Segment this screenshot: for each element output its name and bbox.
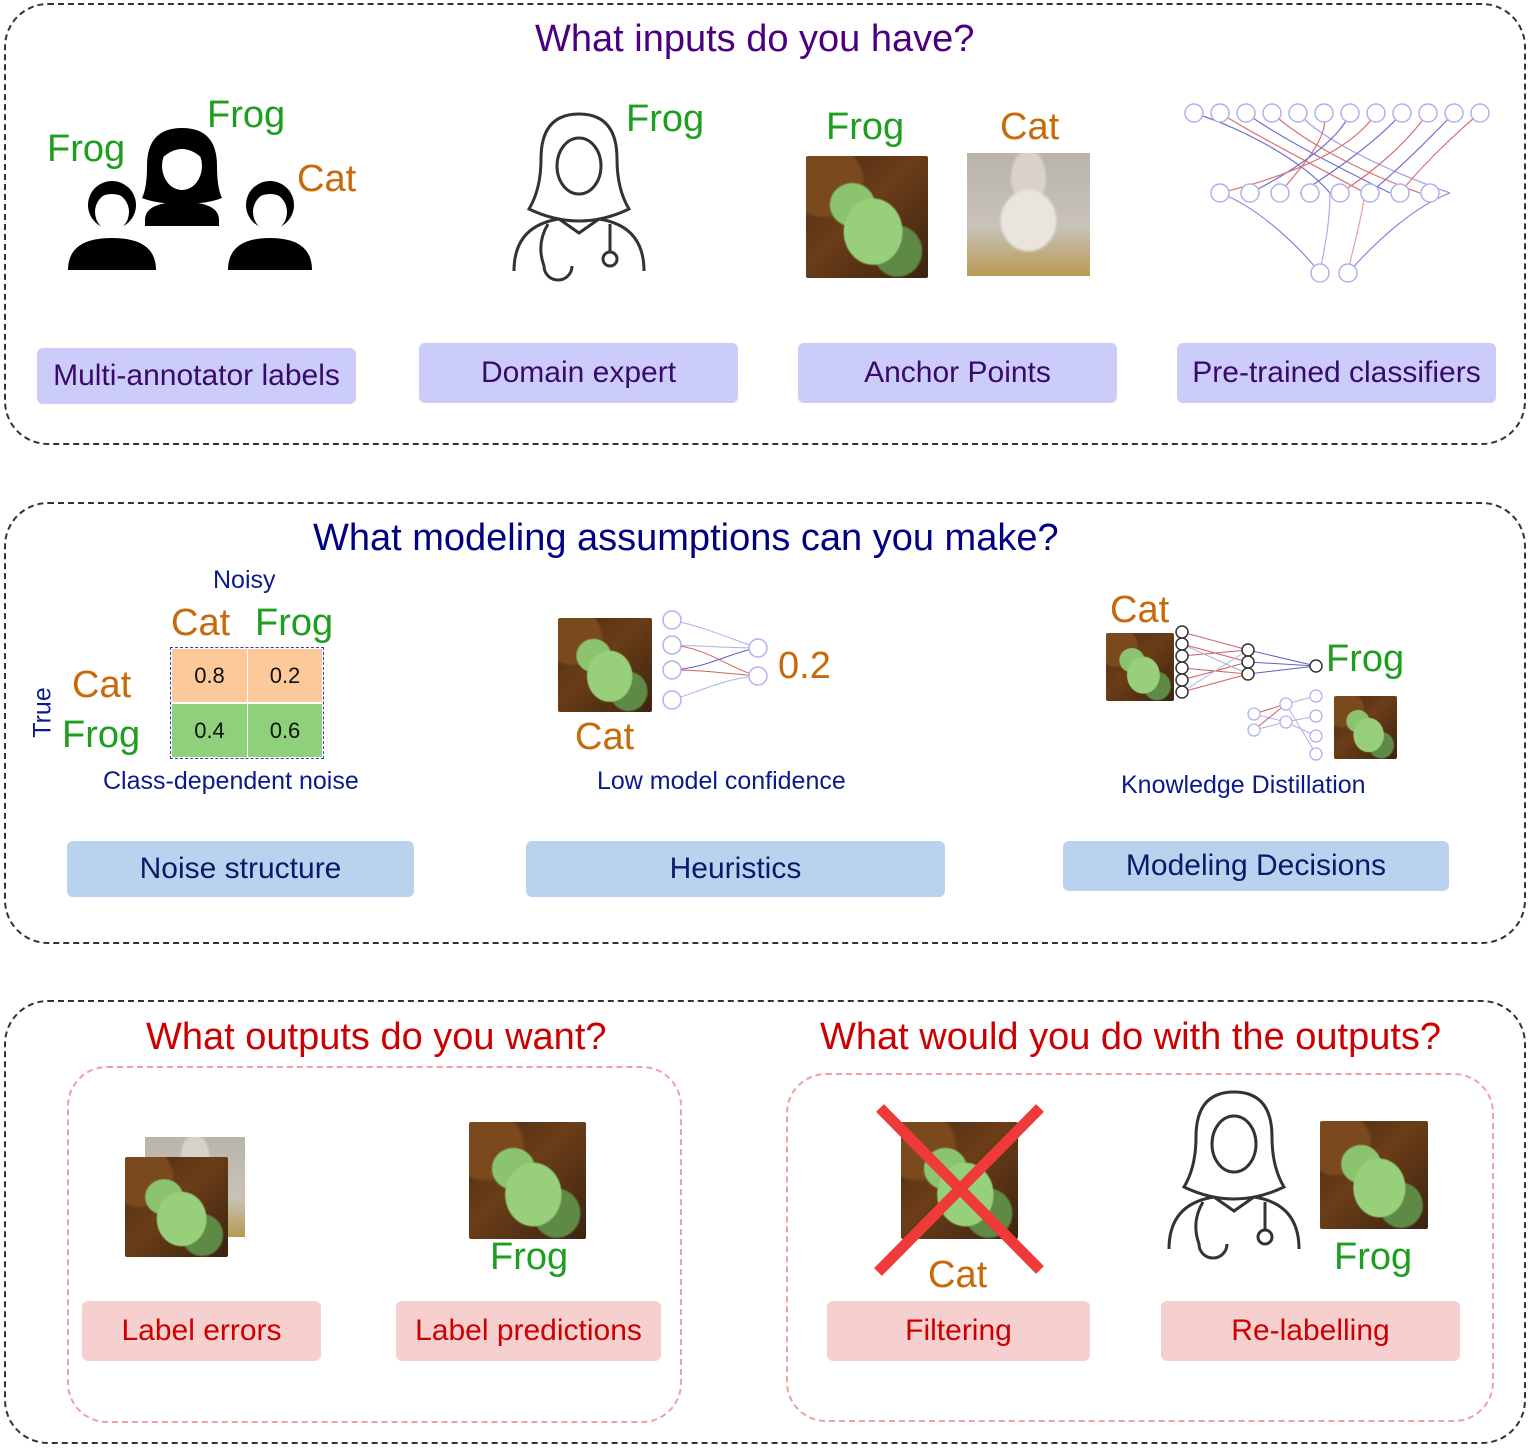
student-network-icon — [1247, 689, 1323, 761]
anchor-label-frog: Frog — [826, 106, 905, 148]
pill-label-predictions: Label predictions — [396, 1301, 661, 1361]
distillation-label-cat: Cat — [1110, 589, 1170, 631]
outputs-panel — [4, 1000, 1526, 1444]
pill-filtering: Filtering — [827, 1301, 1090, 1361]
pill-multi-annotator-labels: Multi-annotator labels — [37, 348, 356, 404]
distillation-output-image — [1334, 696, 1397, 759]
distillation-network-icon — [1175, 625, 1323, 699]
prediction-label-frog: Frog — [490, 1236, 569, 1278]
noise-matrix — [170, 647, 324, 759]
pill-label-errors: Label errors — [82, 1301, 321, 1361]
small-network-icon — [662, 610, 768, 710]
pill-domain-expert: Domain expert — [419, 343, 738, 403]
matrix-col-frog: Frog — [255, 602, 334, 644]
pill-modeling-decisions: Modeling Decisions — [1063, 841, 1449, 891]
heuristic-label-cat: Cat — [575, 716, 635, 758]
matrix-cell-0-1: 0.2 — [248, 649, 322, 702]
inputs-title: What inputs do you have? — [535, 18, 975, 60]
neural-network-icon — [1184, 103, 1490, 283]
annotator-label-frog-left: Frog — [47, 128, 126, 170]
matrix-true-label: True — [28, 687, 57, 738]
matrix-cell-1-1: 0.6 — [248, 704, 322, 757]
annotator-label-frog-top: Frog — [207, 94, 286, 136]
heuristic-caption: Low model confidence — [597, 767, 846, 795]
prediction-image — [469, 1122, 586, 1239]
distillation-caption: Knowledge Distillation — [1121, 771, 1366, 799]
matrix-cell-1-0: 0.4 — [172, 704, 247, 757]
usage-title: What would you do with the outputs? — [820, 1016, 1442, 1058]
pill-heuristics: Heuristics — [526, 841, 945, 897]
relabel-image — [1320, 1121, 1428, 1229]
usage-subpanel — [786, 1073, 1494, 1422]
outputs-title: What outputs do you want? — [146, 1016, 607, 1058]
distillation-label-frog: Frog — [1326, 638, 1405, 680]
outputs-subpanel — [67, 1066, 682, 1423]
matrix-cell-0-0: 0.8 — [172, 649, 247, 702]
heuristic-frog-image — [558, 618, 652, 712]
annotator-label-cat: Cat — [297, 158, 357, 200]
pill-anchor-points: Anchor Points — [798, 343, 1117, 403]
pill-noise-structure: Noise structure — [67, 841, 414, 897]
pill-relabelling: Re-labelling — [1161, 1301, 1460, 1361]
frog-image — [806, 156, 928, 278]
assumptions-title: What modeling assumptions can you make? — [313, 517, 1059, 559]
heuristic-score: 0.2 — [778, 645, 831, 687]
person-group-icon — [68, 128, 312, 270]
red-cross-icon — [874, 1104, 1044, 1276]
error-front-image — [125, 1157, 228, 1257]
anchor-label-cat: Cat — [1000, 106, 1060, 148]
matrix-noisy-label: Noisy — [213, 566, 276, 594]
matrix-caption: Class-dependent noise — [103, 767, 359, 795]
relabel-label-frog: Frog — [1334, 1236, 1413, 1278]
distillation-input-image — [1106, 633, 1174, 701]
matrix-row-frog: Frog — [62, 714, 141, 756]
matrix-row-cat: Cat — [72, 664, 132, 706]
filtering-label-cat: Cat — [928, 1254, 988, 1296]
doctor-icon — [512, 112, 646, 282]
inputs-panel — [4, 3, 1526, 445]
expert-label-frog: Frog — [626, 98, 705, 140]
assumptions-panel — [4, 502, 1526, 944]
matrix-col-cat: Cat — [171, 602, 231, 644]
pill-pretrained-classifiers: Pre-trained classifiers — [1177, 343, 1496, 403]
cat-image — [967, 153, 1090, 276]
doctor-icon-relabel — [1167, 1090, 1301, 1260]
